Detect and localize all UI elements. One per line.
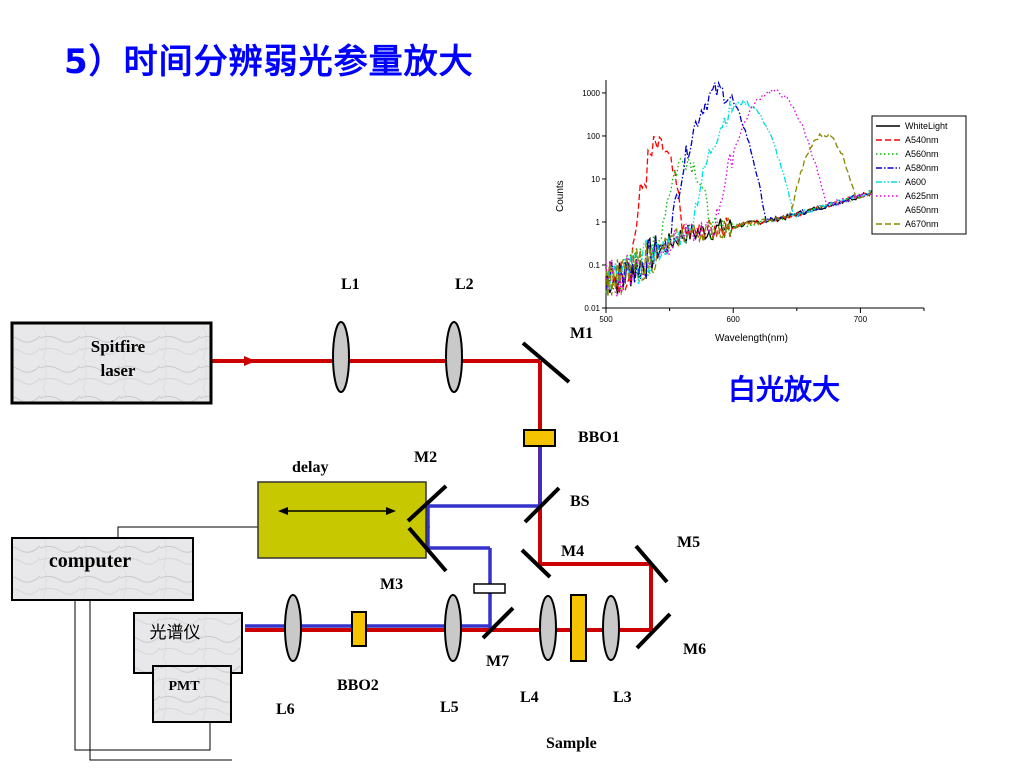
lens-l6 <box>284 594 302 662</box>
label-l3: L3 <box>613 689 632 706</box>
lens-l3 <box>602 595 620 661</box>
mirror-m7 <box>481 606 515 640</box>
chart-legend-entry: A650nm <box>905 205 939 215</box>
label-bbo2: BBO2 <box>337 677 379 694</box>
lenses <box>284 321 620 662</box>
label-bbo1: BBO1 <box>578 429 620 446</box>
caption-white-light-amplification: 白光放大 <box>728 373 841 406</box>
mirror-bs <box>523 486 561 524</box>
pmt-box <box>152 665 232 723</box>
sample-crystal <box>570 594 587 662</box>
mirror-m5 <box>634 544 669 584</box>
chart-series-line <box>605 80 874 289</box>
chart-series-line <box>605 132 874 297</box>
label-m6: M6 <box>683 641 706 658</box>
lens-l4 <box>539 595 557 661</box>
chart-ytick-label: 1000 <box>582 89 600 98</box>
spitfire-laser-box <box>10 321 213 405</box>
label-l5: L5 <box>440 699 459 716</box>
filter <box>473 583 506 594</box>
pmt-label: PMT <box>168 679 200 694</box>
computer-label: computer <box>49 550 131 572</box>
lens-l1 <box>332 321 350 393</box>
laser-label-line2: laser <box>101 361 136 380</box>
label-bs: BS <box>570 493 590 510</box>
label-l4: L4 <box>520 689 539 706</box>
mirror-m6 <box>635 612 672 650</box>
beam-arrowhead <box>244 356 256 366</box>
spectrometer-label: 光谱仪 <box>150 623 201 643</box>
chart-ytick-label: 100 <box>587 132 601 141</box>
chart-xtick-label: 600 <box>727 315 741 324</box>
chart-legend-entry: A670nm <box>905 219 939 229</box>
chart-series-line <box>605 135 874 295</box>
bbo1-crystal <box>523 429 556 447</box>
chart-legend-entry: A580nm <box>905 163 939 173</box>
delay-stage <box>257 481 427 559</box>
delay-arrow-left <box>278 507 288 515</box>
label-m2: M2 <box>414 449 437 466</box>
chart-ytick-label: 10 <box>591 175 600 184</box>
chart-ytick-label: 0.01 <box>584 304 600 313</box>
chart-legend-entry: A600 <box>905 177 926 187</box>
label-m5: M5 <box>677 534 700 551</box>
lens-l5 <box>444 594 462 662</box>
mirror-m4 <box>520 548 552 579</box>
chart-xlabel: Wavelength(nm) <box>715 333 788 344</box>
lens-l2 <box>445 321 463 393</box>
chart-ytick-label: 1 <box>596 218 601 227</box>
delay-label: delay <box>292 459 328 476</box>
label-l2: L2 <box>455 276 474 293</box>
label-m4: M4 <box>561 543 584 560</box>
chart-xtick-label: 700 <box>854 315 868 324</box>
label-m3: M3 <box>380 576 403 593</box>
chart-legend-entry: A560nm <box>905 149 939 159</box>
slide-title: 5）时间分辨弱光参量放大 <box>64 42 474 82</box>
mirror-m3 <box>407 526 448 573</box>
chart-legend-entry: WhiteLight <box>905 121 948 131</box>
label-l1: L1 <box>341 276 360 293</box>
chart-legend-entry: A625nm <box>905 191 939 201</box>
chart-ylabel: Counts <box>555 180 566 212</box>
mirror-m2 <box>406 484 448 523</box>
chart-xtick-label: 500 <box>599 315 613 324</box>
chart-legend <box>871 115 967 235</box>
spectrum-chart: 0.01 0.1 1 10 100 1000 500 600 700Wavelength(nm)… <box>555 80 967 344</box>
label-m7: M7 <box>486 653 509 670</box>
chart-series-line <box>605 98 874 290</box>
label-m1: M1 <box>570 325 593 342</box>
mirrors <box>406 341 672 650</box>
chart-ytick-label: 0.1 <box>589 261 601 270</box>
delay-arrow-right <box>386 507 396 515</box>
bbo2-crystal <box>351 611 367 647</box>
chart-legend-entry: A540nm <box>905 135 939 145</box>
label-l6: L6 <box>276 701 295 718</box>
computer-box <box>11 537 194 601</box>
label-sample: Sample <box>546 735 597 752</box>
spectrometer-box <box>133 612 243 674</box>
laser-label-line1: Spitfire <box>91 337 146 356</box>
mirror-m1 <box>521 341 571 384</box>
